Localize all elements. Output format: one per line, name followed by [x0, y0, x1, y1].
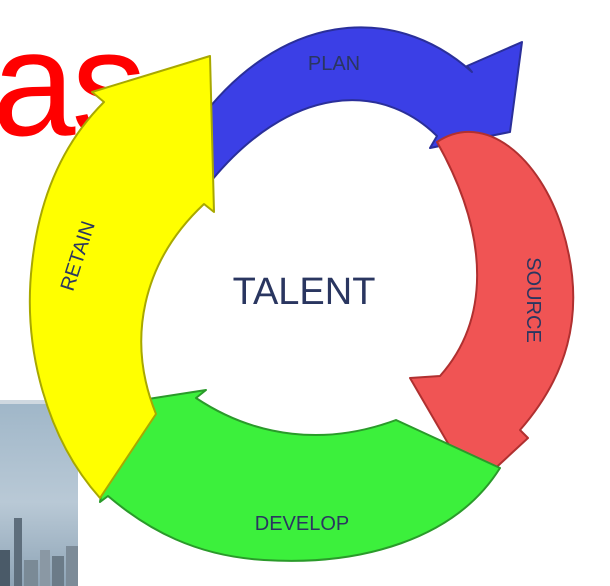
- stage-label-develop: DEVELOP: [255, 513, 349, 535]
- stage-label-plan: PLAN: [308, 53, 360, 75]
- retain-arrow: [28, 55, 215, 499]
- source-arrow: [409, 130, 575, 489]
- stage-label-source: SOURCE: [522, 257, 544, 343]
- develop-arrow: [99, 389, 501, 562]
- center-label: TALENT: [233, 271, 376, 313]
